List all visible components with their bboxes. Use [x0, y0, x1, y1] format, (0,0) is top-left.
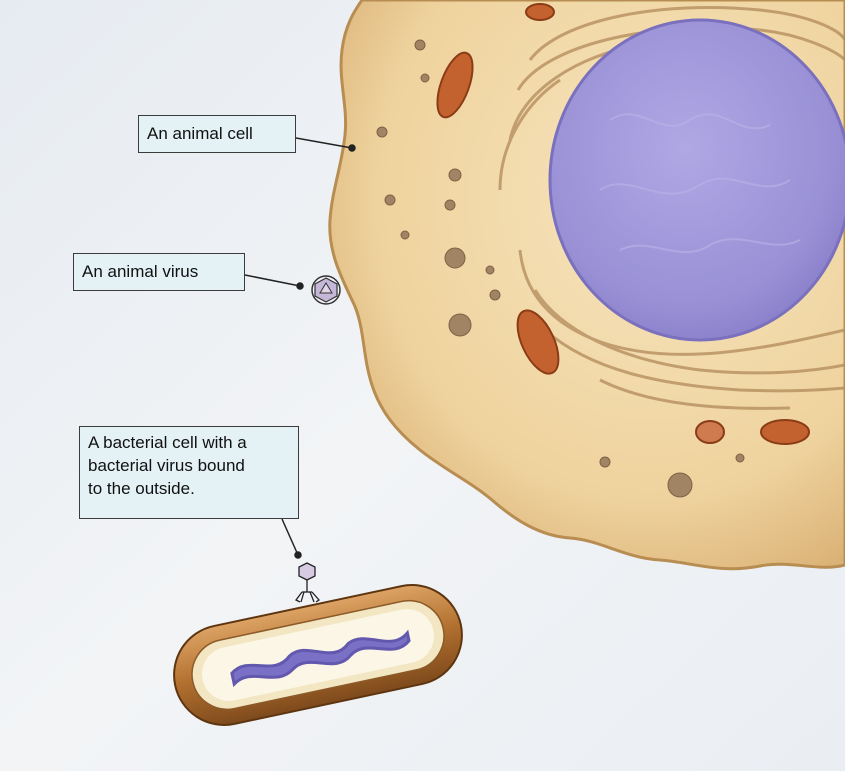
bacterial-cell-label-line-1: A bacterial cell with a: [88, 431, 290, 454]
animal-virus-label-text: An animal virus: [82, 260, 236, 283]
bacterial-cell-label-line-3: to the outside.: [88, 477, 290, 500]
animal-virus: [312, 276, 340, 304]
bacterial-cell-label: A bacterial cell with a bacterial virus …: [79, 426, 299, 519]
bacterial-cell-label-line-2: bacterial virus bound: [88, 454, 290, 477]
animal-virus-label: An animal virus: [73, 253, 245, 291]
nucleus: [550, 20, 845, 340]
animal-cell-label-text: An animal cell: [147, 122, 287, 145]
animal-cell-label: An animal cell: [138, 115, 296, 153]
